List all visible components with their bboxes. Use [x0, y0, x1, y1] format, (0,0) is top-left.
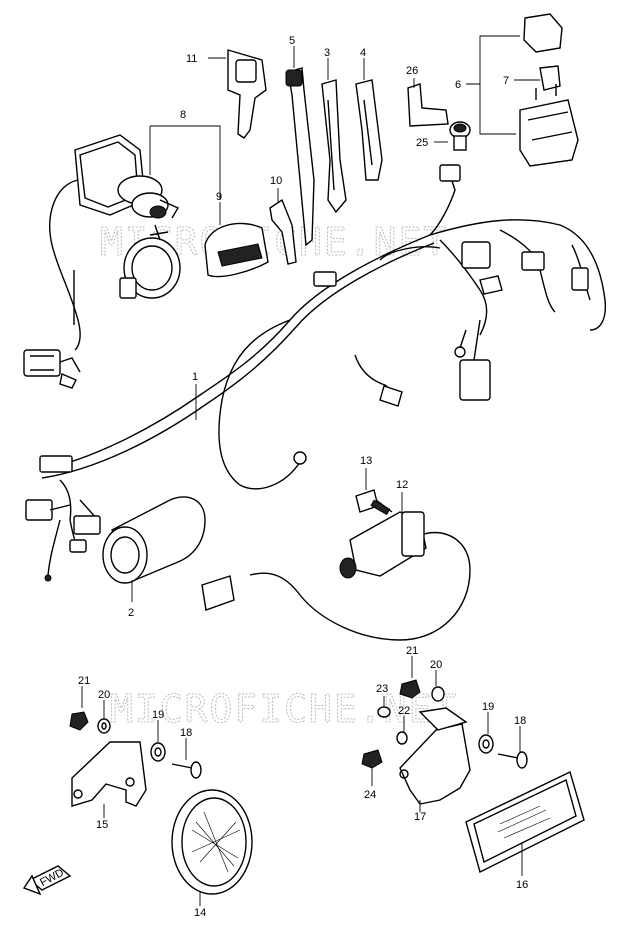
nut-21-left-icon[interactable] [69, 711, 89, 731]
callout-12: 12 [396, 479, 408, 491]
callout-15: 15 [96, 819, 108, 831]
fwd-arrow-icon: FWD [22, 865, 72, 896]
callout-3: 3 [324, 47, 330, 59]
leader-lines [81, 35, 540, 906]
nut-23-icon[interactable] [377, 706, 391, 718]
bracket-26-icon[interactable] [407, 83, 449, 127]
cable-tie-icon[interactable] [285, 67, 315, 247]
callout-16: 16 [516, 879, 528, 891]
key-icon[interactable] [227, 49, 267, 139]
washer-19-left-icon[interactable] [150, 742, 166, 762]
callout-labels: 11 5 3 4 26 6 7 8 9 10 25 1 2 13 12 21 2… [78, 35, 528, 919]
lamp-14-icon[interactable] [171, 789, 253, 895]
screw-18-right-icon[interactable] [497, 751, 528, 769]
washer-20-right-icon[interactable] [431, 686, 445, 702]
nut-24-icon[interactable] [361, 749, 383, 769]
watermark-bottom: MICROFICHE.NET [110, 687, 458, 731]
callout-17: 17 [414, 811, 426, 823]
callout-9: 9 [216, 191, 222, 203]
bracket-17-icon[interactable] [399, 707, 471, 805]
callout-6: 6 [455, 79, 461, 91]
grommet-icon[interactable] [449, 121, 471, 151]
clamp-band-4-icon[interactable] [355, 79, 383, 181]
washer-22-icon[interactable] [396, 731, 408, 745]
callout-11: 11 [186, 53, 197, 65]
washer-20-left-icon[interactable] [97, 718, 111, 734]
callout-21-left: 21 [78, 675, 90, 687]
callout-4: 4 [360, 47, 366, 59]
nut-21-right-icon[interactable] [399, 679, 421, 699]
callout-21-right: 21 [406, 645, 418, 657]
callout-14: 14 [194, 907, 206, 919]
bolt-13-icon[interactable] [355, 489, 393, 516]
callout-8: 8 [180, 109, 186, 121]
wiring-harness-icon[interactable] [25, 164, 607, 582]
callout-10: 10 [270, 175, 282, 187]
callout-18-right: 18 [514, 715, 526, 727]
clamp-band-3-icon[interactable] [321, 79, 347, 214]
ignition-coil-icon[interactable] [102, 496, 206, 584]
callout-13: 13 [360, 455, 372, 467]
callout-2: 2 [128, 607, 134, 619]
callout-19-right: 19 [482, 701, 494, 713]
washer-19-right-icon[interactable] [478, 734, 494, 754]
switch-12-icon[interactable] [201, 511, 471, 641]
callout-23: 23 [376, 683, 388, 695]
callout-25: 25 [416, 137, 428, 149]
callout-20-right: 20 [430, 659, 442, 671]
callout-1: 1 [192, 371, 198, 383]
callout-18-left: 18 [180, 727, 192, 739]
clip-icon[interactable] [269, 198, 297, 265]
screw-18-left-icon[interactable] [171, 761, 202, 779]
callout-19-left: 19 [152, 709, 164, 721]
reflector-16-icon[interactable] [465, 771, 585, 874]
callout-5: 5 [289, 35, 295, 47]
callout-24: 24 [364, 789, 376, 801]
switch-cover-icon[interactable] [204, 222, 269, 278]
callout-20-left: 20 [98, 689, 110, 701]
callout-26: 26 [406, 65, 418, 77]
relay-icon[interactable] [519, 13, 579, 167]
callout-7: 7 [503, 75, 509, 87]
bracket-15-icon[interactable] [71, 741, 147, 807]
callout-22: 22 [398, 705, 410, 717]
ignition-switch-icon[interactable] [23, 134, 181, 389]
